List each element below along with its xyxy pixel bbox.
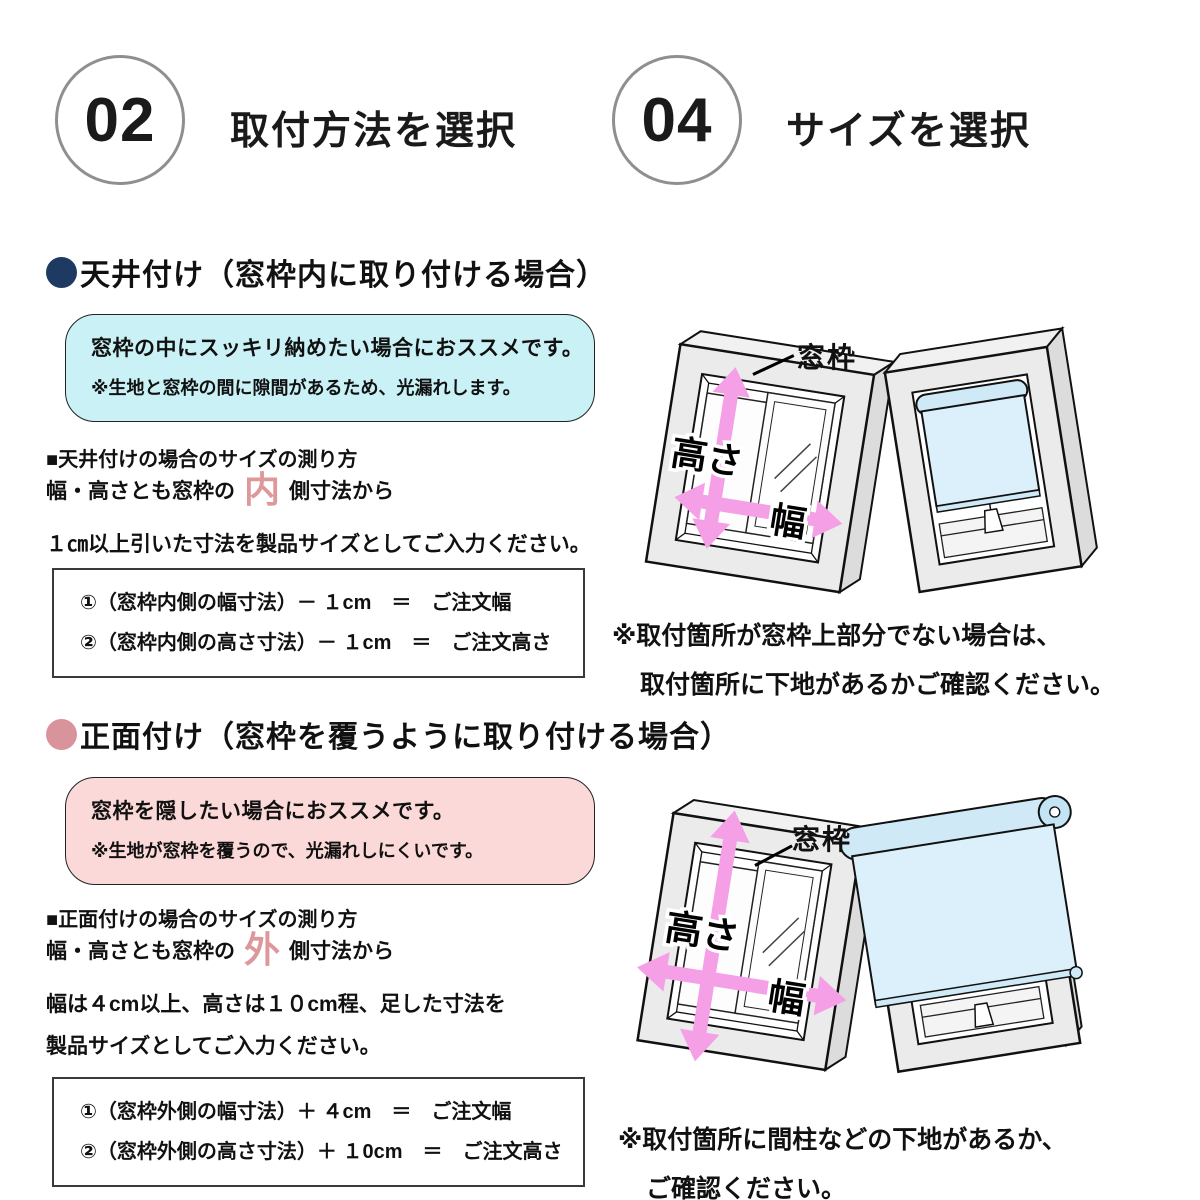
measure-instruction-front-2: 製品サイズとしてご入力ください。: [46, 1035, 381, 1058]
measure-pre-ceiling: 幅・高さとも窓枠の: [46, 480, 235, 503]
measure-instruction-front-1: 幅は４cm以上、高さは１０cm程、足した寸法を: [46, 993, 506, 1016]
emphasis-inner-char: 内: [244, 469, 281, 510]
measure-line-outer: 幅・高さとも窓枠の 外 側寸法から: [46, 932, 394, 968]
recommend-box-front: 窓枠を隠したい場合におススメです。 ※生地が窓枠を覆うので、光漏れしにくいです。: [65, 777, 595, 885]
formula-box-front: ①（窓枠外側の幅寸法）＋ ４cm ＝ ご注文幅 ②（窓枠外側の高さ寸法）＋ １0…: [52, 1077, 585, 1187]
window-measure-illustration-ceiling: 高さ 幅: [644, 330, 898, 595]
measure-title-ceiling: ■天井付けの場合のサイズの測り方: [46, 449, 358, 471]
height-arrow-icon: [692, 367, 750, 549]
blind-illustration-front: [839, 795, 1083, 1074]
measure-instruction-ceiling: １㎝以上引いた寸法を製品サイズとしてご入力ください。: [46, 533, 591, 556]
formula-width-ceiling: ①（窓枠内側の幅寸法）－ １cm ＝ ご注文幅: [80, 592, 512, 614]
formula-box-ceiling: ①（窓枠内側の幅寸法）－ １cm ＝ ご注文幅 ②（窓枠内側の高さ寸法）－ １c…: [52, 568, 585, 678]
step-number-04: 04: [641, 85, 713, 155]
formula-width-front: ①（窓枠外側の幅寸法）＋ ４cm ＝ ご注文幅: [80, 1101, 512, 1123]
frame-label-front: 窓枠: [792, 824, 853, 855]
measure-post-ceiling: 側寸法から: [289, 480, 395, 503]
recommend-box-ceiling: 窓枠の中にスッキリ納めたい場合におススメです。 ※生地と窓枠の間に隙間があるため…: [65, 314, 595, 422]
section-heading-front: 正面付け（窓枠を覆うように取り付ける場合）: [46, 712, 731, 756]
measure-post-front: 側寸法から: [289, 940, 395, 963]
width-label: 幅: [765, 975, 808, 1021]
formula-height-front: ②（窓枠外側の高さ寸法）＋ １0cm ＝ ご注文高さ: [80, 1141, 563, 1163]
emphasis-outer-char: 外: [244, 929, 281, 970]
formula-height-ceiling: ②（窓枠内側の高さ寸法）－ １cm ＝ ご注文高さ: [80, 632, 552, 654]
navy-bullet-icon: [46, 256, 77, 288]
recommend-note-ceiling: ※生地と窓枠の間に隙間があるため、光漏れします。: [91, 378, 521, 398]
frame-label-ceiling: 窓枠: [797, 342, 858, 373]
install-note-ceiling-line2: 取付箇所に下地があるかご確認ください。: [640, 671, 1116, 699]
install-note-front-line2: ご確認ください。: [646, 1175, 847, 1200]
recommend-main-front: 窓枠を隠したい場合におススメです。: [91, 800, 455, 823]
measure-pre-front: 幅・高さとも窓枠の: [46, 940, 235, 963]
step-label-install-method: 取付方法を選択: [230, 110, 518, 153]
measure-title-front: ■正面付けの場合のサイズの測り方: [46, 909, 358, 931]
install-note-ceiling: ※取付箇所が窓枠上部分でない場合は、 取付箇所に下地があるかご確認ください。: [612, 612, 1115, 710]
blind-illustration-ceiling: [882, 326, 1098, 594]
window-measure-illustration-front: 高さ 幅: [636, 798, 885, 1072]
width-arrow-icon: [636, 952, 847, 1016]
height-arrow-icon: [679, 810, 750, 1062]
step-number-02: 02: [84, 85, 156, 155]
install-note-ceiling-line1: ※取付箇所が窓枠上部分でない場合は、: [612, 622, 1062, 650]
install-note-front-line1: ※取付箇所に間柱などの下地があるか、: [618, 1126, 1067, 1154]
section-heading-ceiling: 天井付け（窓枠内に取り付ける場合）: [46, 250, 607, 294]
measure-line-inner: 幅・高さとも窓枠の 内 側寸法から: [46, 472, 394, 508]
step-circle-02: 02: [55, 55, 185, 185]
step-label-select-size: サイズを選択: [786, 110, 1031, 153]
width-label: 幅: [767, 499, 809, 545]
recommend-note-front: ※生地が窓枠を覆うので、光漏れしにくいです。: [91, 841, 484, 861]
section-heading-front-text: 正面付け（窓枠を覆うように取り付ける場合）: [80, 721, 731, 754]
section-heading-ceiling-text: 天井付け（窓枠内に取り付ける場合）: [80, 259, 607, 292]
rose-bullet-icon: [46, 718, 77, 750]
step-circle-04: 04: [612, 55, 742, 185]
install-note-front: ※取付箇所に間柱などの下地があるか、 ご確認ください。: [618, 1116, 1067, 1200]
width-arrow-icon: [674, 482, 843, 539]
recommend-main-ceiling: 窓枠の中にスッキリ納めたい場合におススメです。: [91, 337, 584, 360]
